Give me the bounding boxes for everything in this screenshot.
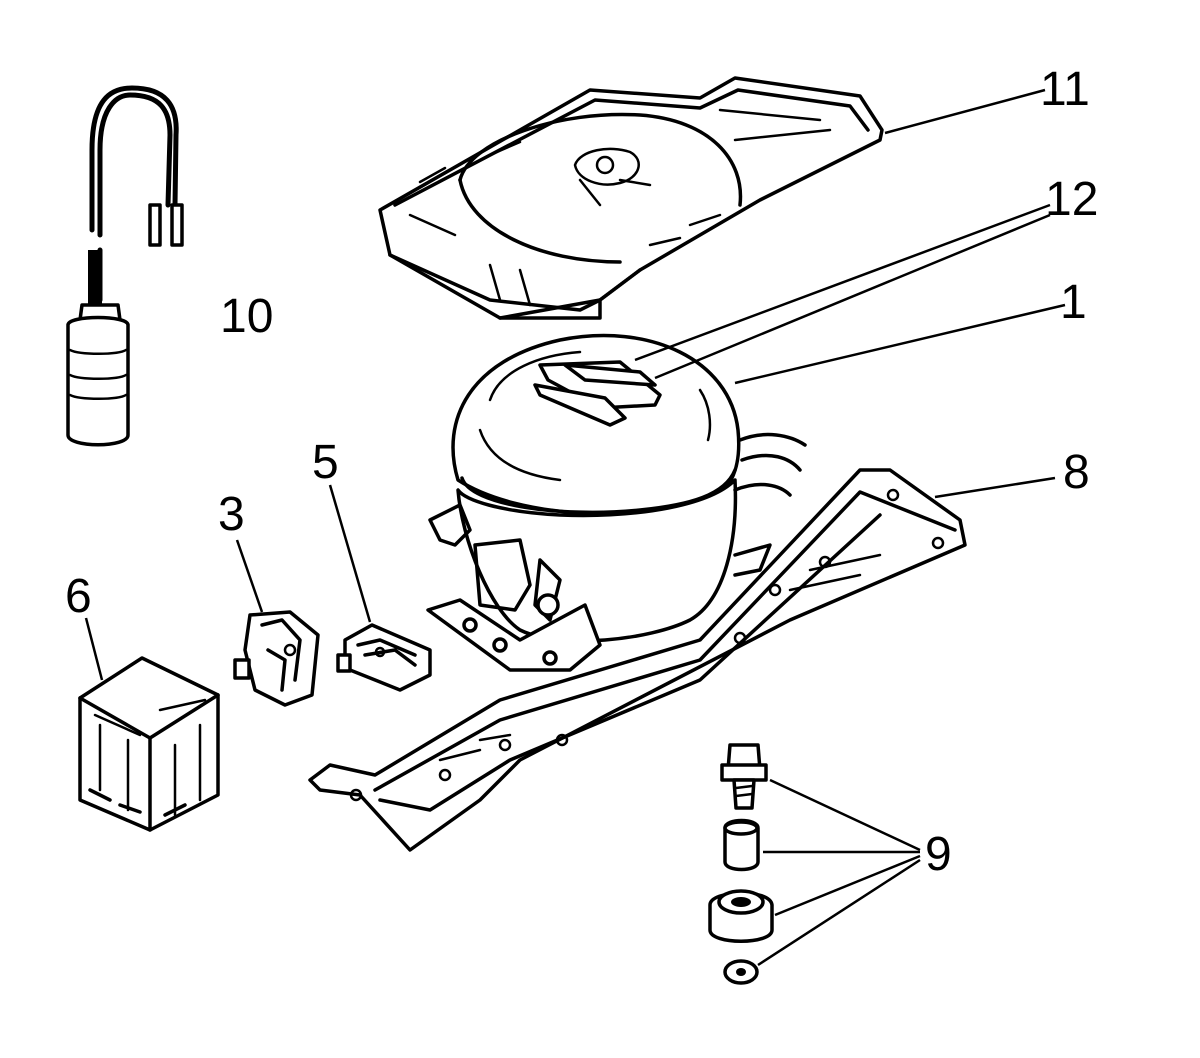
mounting-kit-part xyxy=(708,743,774,985)
callout-12: 12 xyxy=(1045,173,1098,226)
base-plate-part xyxy=(308,468,967,852)
callout-3: 3 xyxy=(218,488,245,541)
callout-1: 1 xyxy=(1060,276,1087,329)
cover-part xyxy=(78,656,220,832)
callout-10: 10 xyxy=(220,290,273,343)
callout-9: 9 xyxy=(925,828,952,881)
drip-tray-part xyxy=(378,76,884,320)
relay-part-3 xyxy=(233,610,320,707)
callout-5: 5 xyxy=(312,436,339,489)
callout-8: 8 xyxy=(1063,446,1090,499)
callout-6: 6 xyxy=(65,570,92,623)
relay-part-5 xyxy=(336,623,432,692)
compressor-part xyxy=(426,333,807,672)
callout-11: 11 xyxy=(1040,63,1090,116)
capacitor-part xyxy=(66,85,184,447)
